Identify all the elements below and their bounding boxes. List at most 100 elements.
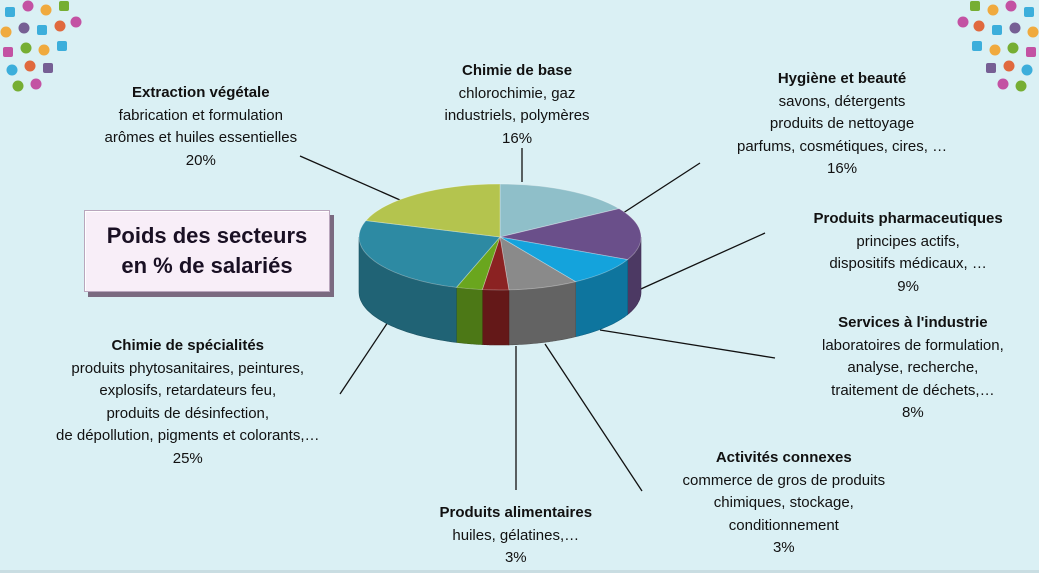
slice-label-description: analyse, recherche, xyxy=(847,359,979,376)
slice-label-title: Chimie de spécialités xyxy=(111,337,265,354)
decorative-icon xyxy=(970,1,980,11)
decorative-icon xyxy=(957,16,969,28)
slice-label-description: produits de désinfection, xyxy=(106,404,270,422)
slice-label-title: Activités connexes xyxy=(715,449,852,466)
leader-line-3 xyxy=(599,329,776,359)
slice-label-description: produits de nettoyage xyxy=(769,115,915,132)
leader-line-2 xyxy=(631,232,766,294)
slice-label-description: industriels, polymères xyxy=(444,107,590,124)
slice-label-description: fabrication et formulation xyxy=(118,106,283,124)
decorative-icon xyxy=(1026,47,1036,57)
decorative-icon xyxy=(40,4,52,16)
decorative-icon xyxy=(989,44,1001,56)
slice-label-4: Activités connexes commerce de gros de pr… xyxy=(683,447,886,560)
decorative-icon xyxy=(973,20,985,32)
slice-label-percent: 20% xyxy=(185,151,216,169)
slice-label-5: Produits alimentaires huiles, gélatines,…… xyxy=(440,502,593,570)
slice-label-1: Hygiène et beauté savons, détergents produ… xyxy=(737,68,947,181)
slice-label-percent: 3% xyxy=(504,549,527,566)
slice-label-2: Produits pharmaceutiques principes actifs… xyxy=(814,208,1003,298)
pie-slice-2 xyxy=(499,236,629,283)
decorative-icon xyxy=(38,44,50,56)
leader-lines xyxy=(299,148,776,492)
pie-slice-3 xyxy=(499,236,577,291)
slice-label-title: Produits pharmaceutiques xyxy=(813,210,1003,227)
pie-slice-4 xyxy=(481,236,510,291)
decorative-icon xyxy=(12,80,24,92)
slice-label-percent: 8% xyxy=(902,404,924,421)
slice-label-percent: 16% xyxy=(502,129,533,147)
decorative-icon xyxy=(1009,22,1021,34)
pie-slice-6 xyxy=(358,220,501,288)
decorative-icon xyxy=(5,7,15,17)
slice-label-title: Chimie de base xyxy=(462,62,573,79)
slice-label-description: savons, détergents xyxy=(778,92,906,110)
slice-label-title: Hygiène et beauté xyxy=(777,70,907,87)
slice-label-6: Chimie de spécialités produits phytosanit… xyxy=(56,335,320,470)
pie-slice-1 xyxy=(499,208,642,261)
slice-label-7: Extraction végétale fabrication et formul… xyxy=(105,82,298,172)
decorative-icon xyxy=(1007,42,1019,54)
slice-label-percent: 16% xyxy=(827,160,858,177)
leader-line-4 xyxy=(544,343,643,492)
slice-label-description: de dépollution, pigments et colorants,… xyxy=(56,427,320,444)
decorative-icon xyxy=(992,25,1002,35)
decorative-icon xyxy=(18,22,30,34)
slice-label-percent: 9% xyxy=(897,277,919,295)
decorative-icon xyxy=(70,16,82,28)
decorative-icon xyxy=(59,1,69,11)
decorative-icons-right xyxy=(957,0,1039,92)
slice-label-percent: 25% xyxy=(172,449,203,467)
decorative-icon xyxy=(37,25,47,35)
decorative-icon xyxy=(1003,60,1015,72)
leader-line-7 xyxy=(299,155,401,201)
decorative-icon xyxy=(22,0,34,12)
slice-label-description: traitement de déchets,… xyxy=(831,381,995,399)
leader-line-1 xyxy=(619,162,701,216)
decorative-icon xyxy=(1021,64,1033,76)
decorative-icon xyxy=(997,78,1009,90)
decorative-icons-left xyxy=(0,0,82,92)
slice-label-description: chimiques, stockage, xyxy=(713,494,854,511)
decorative-icon xyxy=(972,41,982,51)
pie-side-3 xyxy=(508,281,576,346)
decorative-icon xyxy=(6,64,18,76)
decorative-icon xyxy=(3,47,13,57)
slice-label-title: Produits alimentaires xyxy=(439,504,593,521)
pie-side-5 xyxy=(456,287,483,345)
slice-label-description: laboratoires de formulation, xyxy=(822,336,1004,354)
decorative-icon xyxy=(20,42,32,54)
decorative-icon xyxy=(54,20,66,32)
decorative-icon xyxy=(986,63,996,73)
slice-label-description: arômes et huiles essentielles xyxy=(104,129,298,146)
bottom-divider xyxy=(0,570,1039,573)
slice-label-title: Services à l'industrie xyxy=(838,314,988,331)
slice-label-description: huiles, gélatines,… xyxy=(452,526,580,544)
slice-label-percent: 3% xyxy=(772,539,795,556)
decorative-icon xyxy=(30,78,42,90)
pie-side-4 xyxy=(482,289,510,346)
decorative-icon xyxy=(57,41,67,51)
decorative-icon xyxy=(1005,0,1017,12)
decorative-icon xyxy=(1015,80,1027,92)
slice-label-title: Extraction végétale xyxy=(132,84,270,101)
leader-line-6 xyxy=(339,321,389,395)
slice-label-description: produits phytosanitaires, peintures, xyxy=(71,359,305,377)
chart-title-box: Poids des secteurs en % de salariés xyxy=(84,210,330,292)
decorative-icon xyxy=(0,26,12,38)
slice-label-description: principes actifs, xyxy=(856,232,960,250)
decorative-icon xyxy=(987,4,999,16)
pie-sides xyxy=(358,236,642,346)
pie-slice-0 xyxy=(499,183,621,238)
pie-slice-5 xyxy=(455,236,501,291)
decorative-icon xyxy=(24,60,36,72)
slice-label-description: conditionnement xyxy=(728,516,839,534)
slice-label-3: Services à l'industrie laboratoires de fo… xyxy=(822,312,1004,425)
chart-title: Poids des secteurs en % de salariés xyxy=(106,223,308,278)
slice-label-description: parfums, cosmétiques, cires, … xyxy=(737,137,948,155)
slice-label-description: commerce de gros de produits xyxy=(682,471,886,489)
slice-label-description: dispositifs médicaux, … xyxy=(829,255,987,272)
pie-slice-7 xyxy=(365,183,501,238)
